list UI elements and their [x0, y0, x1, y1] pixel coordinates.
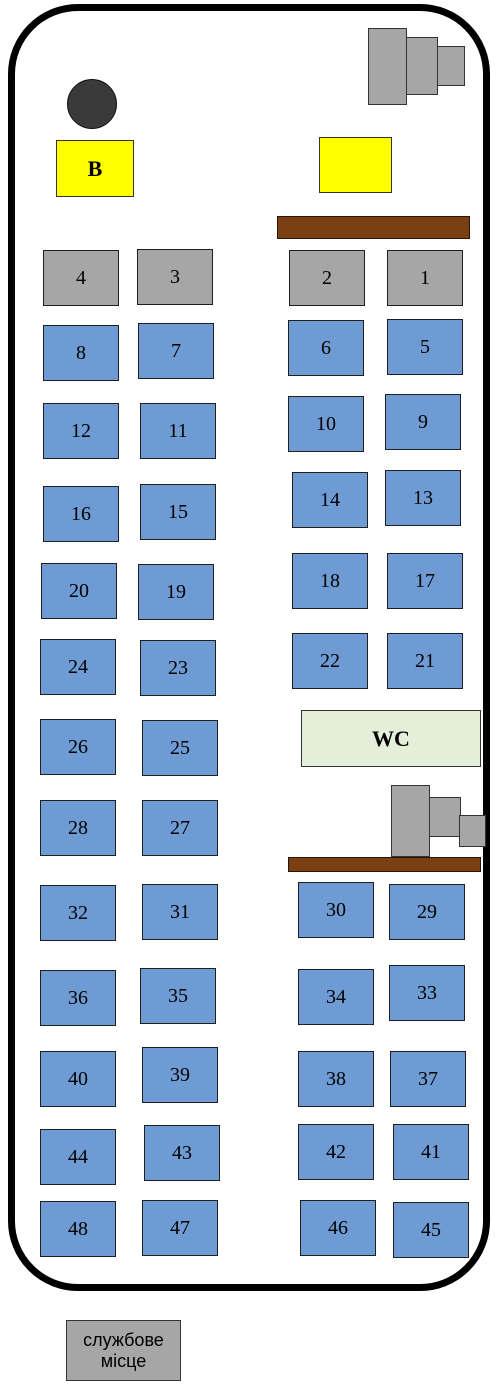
seat-10[interactable]: 10: [288, 396, 364, 452]
seat-28[interactable]: 28: [40, 800, 116, 856]
seat-26[interactable]: 26: [40, 719, 116, 775]
guide-seat-marker: [319, 137, 392, 193]
seat-15[interactable]: 15: [140, 484, 216, 540]
seat-12[interactable]: 12: [43, 403, 119, 459]
seat-17[interactable]: 17: [387, 553, 463, 609]
seat-3[interactable]: 3: [137, 249, 213, 305]
seat-39[interactable]: 39: [142, 1047, 218, 1103]
seat-23[interactable]: 23: [140, 640, 216, 696]
driver-seat: В: [56, 140, 134, 197]
seat-22[interactable]: 22: [292, 633, 368, 689]
seat-21[interactable]: 21: [387, 633, 463, 689]
seat-47[interactable]: 47: [142, 1200, 218, 1256]
seat-45[interactable]: 45: [393, 1202, 469, 1258]
seat-38[interactable]: 38: [298, 1051, 374, 1107]
seat-25[interactable]: 25: [142, 720, 218, 776]
seat-20[interactable]: 20: [41, 563, 117, 619]
seat-8[interactable]: 8: [43, 325, 119, 381]
seat-35[interactable]: 35: [140, 968, 216, 1024]
seat-29[interactable]: 29: [389, 884, 465, 940]
seat-30[interactable]: 30: [298, 882, 374, 938]
seat-43[interactable]: 43: [144, 1125, 220, 1181]
seat-18[interactable]: 18: [292, 553, 368, 609]
seat-46[interactable]: 46: [300, 1200, 376, 1256]
seat-33[interactable]: 33: [389, 965, 465, 1021]
seat-37[interactable]: 37: [390, 1051, 466, 1107]
wc-room: WC: [301, 710, 481, 767]
seat-48[interactable]: 48: [40, 1201, 116, 1257]
rear-partition: [288, 857, 481, 872]
seat-32[interactable]: 32: [40, 885, 116, 941]
seat-41[interactable]: 41: [393, 1124, 469, 1180]
seat-34[interactable]: 34: [298, 969, 374, 1025]
seat-36[interactable]: 36: [40, 970, 116, 1026]
seat-9[interactable]: 9: [385, 394, 461, 450]
seat-13[interactable]: 13: [385, 470, 461, 526]
seat-19[interactable]: 19: [138, 564, 214, 620]
service-seat[interactable]: службове місце: [66, 1320, 181, 1381]
seat-1[interactable]: 1: [387, 250, 463, 306]
seat-2[interactable]: 2: [289, 250, 365, 306]
seat-6[interactable]: 6: [288, 320, 364, 376]
seat-27[interactable]: 27: [142, 800, 218, 856]
seat-42[interactable]: 42: [298, 1124, 374, 1180]
seat-31[interactable]: 31: [142, 884, 218, 940]
steering-wheel-icon: [67, 79, 117, 129]
seat-44[interactable]: 44: [40, 1129, 116, 1185]
seat-5[interactable]: 5: [387, 319, 463, 375]
seat-14[interactable]: 14: [292, 472, 368, 528]
seat-40[interactable]: 40: [40, 1051, 116, 1107]
front-partition: [277, 216, 470, 239]
seat-24[interactable]: 24: [40, 639, 116, 695]
seat-16[interactable]: 16: [43, 486, 119, 542]
seat-7[interactable]: 7: [138, 323, 214, 379]
seat-4[interactable]: 4: [43, 250, 119, 306]
seat-11[interactable]: 11: [140, 403, 216, 459]
